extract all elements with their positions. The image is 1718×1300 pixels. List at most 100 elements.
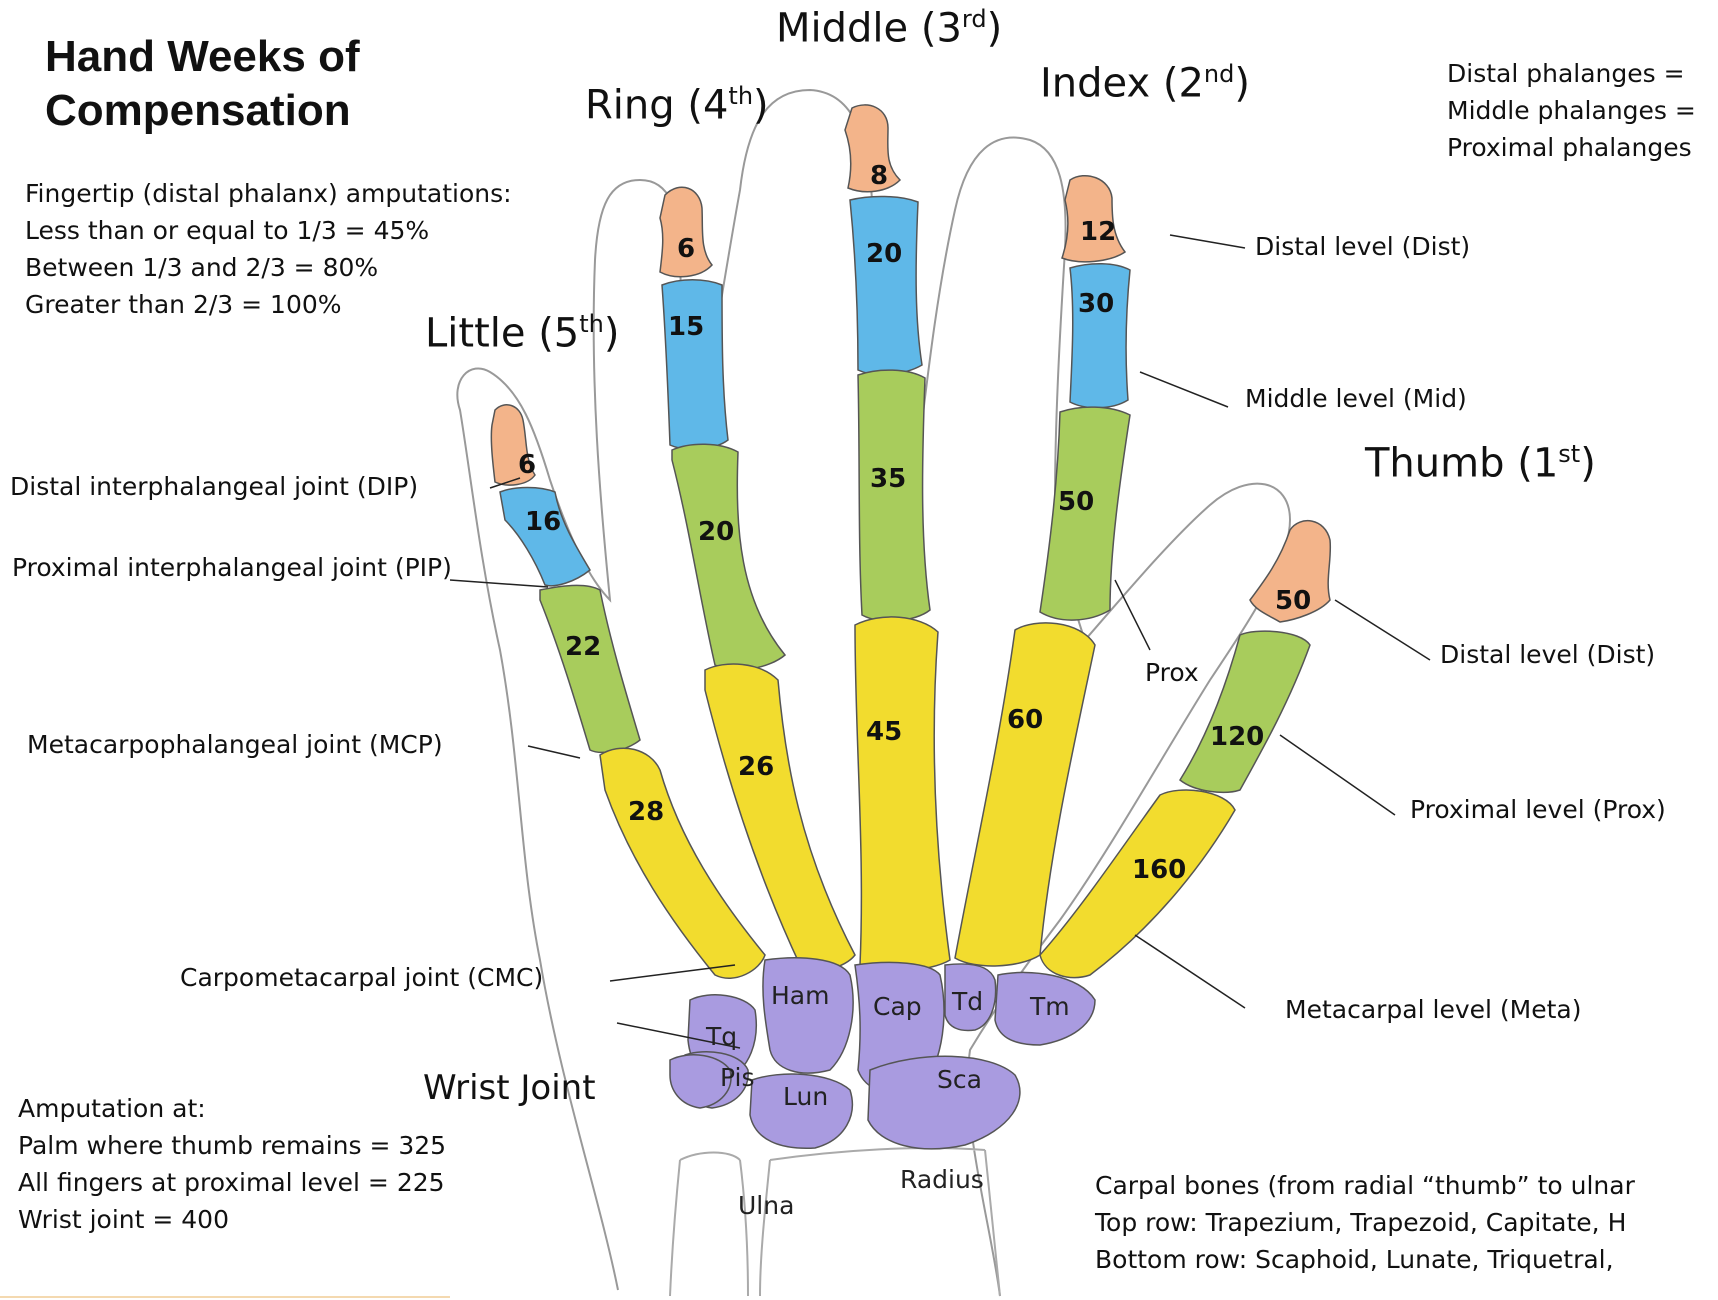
page-title-line-2: Compensation: [45, 84, 360, 138]
fingertip-line-1: Less than or equal to 1/3 = 45%: [25, 212, 512, 249]
index-middle-value: 30: [1078, 289, 1114, 319]
ring-proximal-phalanx: [672, 444, 785, 670]
middle-middle-phalanx: [850, 196, 922, 374]
amputation-line-1: Palm where thumb remains = 325: [18, 1127, 446, 1164]
middle-proximal-phalanx: [858, 370, 930, 621]
ring-distal-value: 6: [677, 234, 695, 264]
page-title: Hand Weeks of Compensation: [45, 30, 360, 138]
finger-name-ring-text: Ring (4: [585, 82, 728, 128]
amputation-note: Amputation at: Palm where thumb remains …: [18, 1090, 446, 1238]
leader-index-prox: [1115, 580, 1150, 650]
index-distal-value: 12: [1080, 217, 1116, 247]
finger-name-middle-close: ): [987, 5, 1003, 51]
page-title-line-1: Hand Weeks of: [45, 30, 360, 84]
thumb-metacarpal-level-label: Metacarpal level (Meta): [1285, 995, 1581, 1024]
ring-proximal-value: 20: [698, 517, 734, 547]
finger-name-little-close: ): [604, 310, 620, 356]
finger-name-index-ordinal: nd: [1204, 60, 1234, 88]
mcp-joint-label: Metacarpophalangeal joint (MCP): [27, 730, 443, 759]
finger-name-ring-ordinal: th: [728, 82, 753, 110]
index-metacarpal-value: 60: [1007, 705, 1043, 735]
middle-metacarpal-value: 45: [866, 717, 902, 747]
middle-proximal-value: 35: [870, 464, 906, 494]
legend-proximal: Proximal phalanges: [1447, 129, 1696, 166]
thumb-proximal-phalanx: [1180, 631, 1310, 792]
little-proximal-value: 22: [565, 632, 601, 662]
little-middle-value: 16: [525, 507, 561, 537]
trapezium-label: Tm: [1029, 992, 1070, 1021]
middle-metacarpal: [855, 617, 950, 971]
little-distal-value: 6: [518, 450, 536, 480]
finger-name-ring: Ring (4th): [585, 82, 769, 128]
amputation-line-2: All fingers at proximal level = 225: [18, 1164, 446, 1201]
middle-finger-bones: [845, 105, 950, 971]
ulna-bone: [670, 1153, 748, 1297]
leader-thumb-meta: [1135, 935, 1245, 1008]
hamate-bone: [763, 958, 853, 1073]
carpal-bones-note: Carpal bones (from radial “thumb” to uln…: [1095, 1167, 1635, 1278]
finger-name-index-close: ): [1234, 60, 1250, 106]
index-prox-level-label: Prox: [1145, 658, 1199, 687]
finger-name-little-ordinal: th: [579, 310, 604, 338]
fingertip-heading: Fingertip (distal phalanx) amputations:: [25, 175, 512, 212]
capitate-label: Cap: [873, 992, 922, 1021]
phalanges-legend: Distal phalanges = Middle phalanges = Pr…: [1447, 55, 1696, 166]
thumb-distal-value: 50: [1275, 586, 1311, 616]
little-metacarpal-value: 28: [628, 797, 664, 827]
leader-thumb-distal: [1335, 600, 1430, 660]
finger-name-index: Index (2nd): [1040, 60, 1250, 106]
carpal-bones: [670, 958, 1095, 1149]
leader-index-distal: [1170, 235, 1245, 248]
wrist-joint-label: Wrist Joint: [423, 1068, 596, 1108]
leader-mcp: [528, 746, 580, 758]
legend-middle: Middle phalanges =: [1447, 92, 1696, 129]
carpal-note-line-3: Bottom row: Scaphoid, Lunate, Triquetral…: [1095, 1241, 1635, 1278]
finger-name-index-text: Index (2: [1040, 60, 1204, 106]
middle-distal-value: 8: [870, 161, 888, 191]
finger-name-thumb-close: ): [1580, 440, 1596, 486]
finger-name-thumb-ordinal: st: [1558, 440, 1580, 468]
finger-name-thumb: Thumb (1st): [1365, 440, 1596, 486]
leader-thumb-prox: [1280, 735, 1395, 815]
thumb-proximal-value: 120: [1210, 722, 1264, 752]
carpal-note-line-2: Top row: Trapezium, Trapezoid, Capitate,…: [1095, 1204, 1635, 1241]
trapezoid-label: Td: [951, 987, 983, 1016]
index-proximal-value: 50: [1058, 487, 1094, 517]
hamate-label: Ham: [771, 981, 829, 1010]
index-middle-level-label: Middle level (Mid): [1245, 384, 1467, 413]
triquetral-label: Tq: [705, 1022, 737, 1051]
scaphoid-label: Sca: [937, 1065, 982, 1094]
ulna-label: Ulna: [738, 1191, 794, 1220]
amputation-heading: Amputation at:: [18, 1090, 446, 1127]
finger-name-middle: Middle (3rd): [776, 5, 1002, 51]
cmc-joint-label: Carpometacarpal joint (CMC): [180, 963, 543, 992]
index-distal-level-label: Distal level (Dist): [1255, 232, 1470, 261]
carpal-note-line-1: Carpal bones (from radial “thumb” to uln…: [1095, 1167, 1635, 1204]
leader-pip: [450, 580, 548, 587]
thumb-metacarpal-value: 160: [1132, 855, 1186, 885]
amputation-line-3: Wrist joint = 400: [18, 1201, 446, 1238]
finger-name-middle-text: Middle (3: [776, 5, 962, 51]
index-middle-phalanx: [1070, 264, 1130, 408]
little-proximal-phalanx: [540, 585, 640, 752]
finger-name-ring-close: ): [753, 82, 769, 128]
radius-label: Radius: [900, 1165, 984, 1194]
pisiform-label: Pis: [720, 1063, 755, 1092]
bottom-divider: [0, 1296, 450, 1298]
finger-name-middle-ordinal: rd: [962, 5, 987, 33]
pip-joint-label: Proximal interphalangeal joint (PIP): [12, 553, 452, 582]
fingertip-amputation-note: Fingertip (distal phalanx) amputations: …: [25, 175, 512, 323]
ring-metacarpal-value: 26: [738, 752, 774, 782]
lunate-label: Lun: [783, 1082, 828, 1111]
finger-name-little: Little (5th): [425, 310, 620, 356]
fingertip-line-2: Between 1/3 and 2/3 = 80%: [25, 249, 512, 286]
dip-joint-label: Distal interphalangeal joint (DIP): [10, 472, 418, 501]
leader-index-middle: [1140, 372, 1228, 407]
finger-name-little-text: Little (5: [425, 310, 579, 356]
thumb-proximal-level-label: Proximal level (Prox): [1410, 795, 1666, 824]
legend-distal: Distal phalanges =: [1447, 55, 1696, 92]
middle-middle-value: 20: [866, 239, 902, 269]
finger-name-thumb-text: Thumb (1: [1365, 440, 1558, 486]
ring-middle-phalanx: [662, 280, 728, 449]
thumb-distal-level-label: Distal level (Dist): [1440, 640, 1655, 669]
